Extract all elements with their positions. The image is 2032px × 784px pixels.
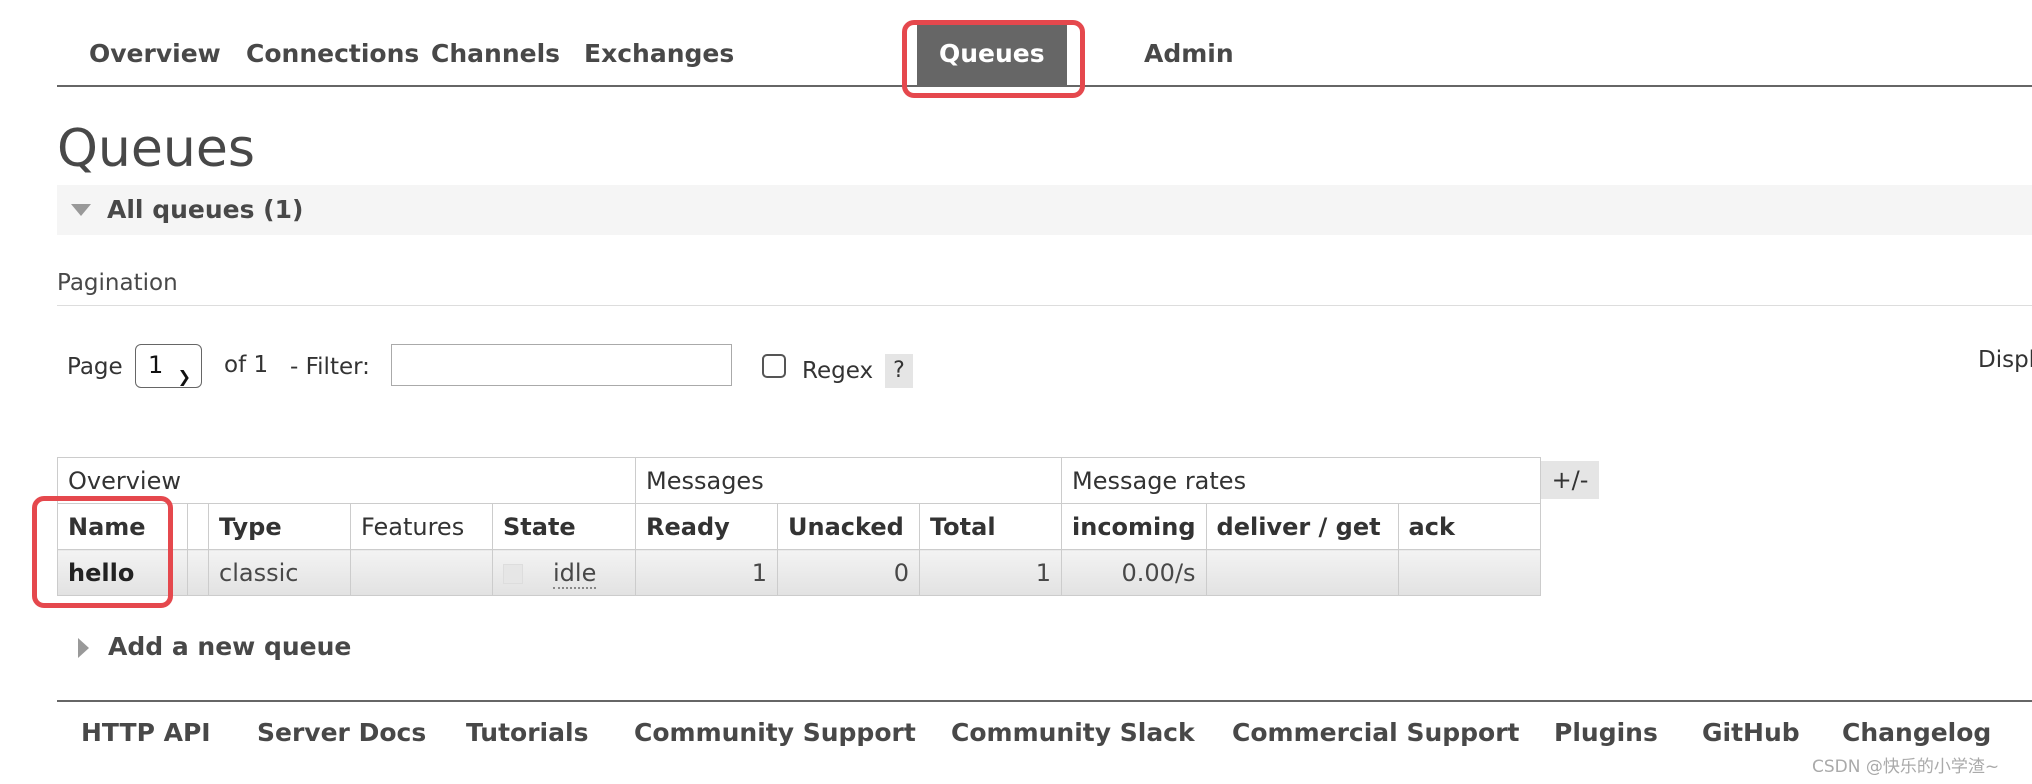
pagination-divider xyxy=(57,305,2032,306)
queue-ready: 1 xyxy=(635,549,778,596)
footer-link-http-api[interactable]: HTTP API xyxy=(81,718,211,747)
page-select[interactable]: 1 ❯ xyxy=(135,344,202,388)
col-ack[interactable]: ack xyxy=(1397,503,1541,550)
queue-name-link[interactable]: hello xyxy=(57,549,188,596)
group-message-rates: Message rates xyxy=(1061,457,1541,504)
tab-overview[interactable]: Overview xyxy=(89,39,221,68)
state-indicator-icon xyxy=(503,563,523,584)
col-unacked[interactable]: Unacked xyxy=(777,503,920,550)
col-deliver-get[interactable]: deliver / get xyxy=(1205,503,1399,550)
collapse-triangle-icon xyxy=(71,204,91,216)
tab-queues[interactable]: Queues xyxy=(917,22,1067,86)
page-of-label: of 1 xyxy=(224,352,269,378)
col-type[interactable]: Type xyxy=(208,503,351,550)
queue-type: classic xyxy=(208,549,351,596)
expand-triangle-icon xyxy=(78,638,89,658)
filter-input[interactable] xyxy=(391,344,732,386)
queue-state-cell: idle xyxy=(492,549,636,596)
queue-ack xyxy=(1397,549,1541,596)
page-select-value: 1 xyxy=(148,351,164,379)
queue-features xyxy=(350,549,493,596)
queue-unacked: 0 xyxy=(777,549,920,596)
tab-exchanges[interactable]: Exchanges xyxy=(584,39,735,68)
column-toggle-button[interactable]: +/- xyxy=(1541,461,1599,499)
table-row[interactable]: hello classic idle 1 0 1 0.00/s xyxy=(57,549,1541,596)
col-total[interactable]: Total xyxy=(919,503,1062,550)
display-label: Displ xyxy=(1978,347,2032,373)
regex-checkbox[interactable] xyxy=(762,354,786,378)
footer-link-plugins[interactable]: Plugins xyxy=(1554,718,1658,747)
watermark: CSDN @快乐的小学渣~ xyxy=(1812,757,2000,777)
footer-link-community-slack[interactable]: Community Slack xyxy=(951,718,1195,747)
queue-state: idle xyxy=(553,558,597,589)
queue-incoming: 0.00/s xyxy=(1061,549,1207,596)
col-incoming[interactable]: incoming xyxy=(1061,503,1207,550)
col-state[interactable]: State xyxy=(492,503,636,550)
add-queue-label: Add a new queue xyxy=(108,632,352,661)
footer-link-changelog[interactable]: Changelog xyxy=(1842,718,1992,747)
cell-spacer xyxy=(187,549,209,596)
main-nav-tabs: Overview Connections Channels Exchanges … xyxy=(57,0,2032,87)
footer-link-commercial-support[interactable]: Commercial Support xyxy=(1232,718,1520,747)
footer-link-community-support[interactable]: Community Support xyxy=(634,718,916,747)
chevron-down-icon: ❯ xyxy=(177,367,191,386)
all-queues-label: All queues (1) xyxy=(107,195,304,224)
footer-link-tutorials[interactable]: Tutorials xyxy=(466,718,589,747)
page-label: Page xyxy=(67,354,123,380)
all-queues-section-header[interactable]: All queues (1) xyxy=(57,185,2032,235)
group-messages: Messages xyxy=(635,457,1062,504)
footer-link-github[interactable]: GitHub xyxy=(1702,718,1800,747)
pagination-label: Pagination xyxy=(57,270,178,296)
group-overview: Overview xyxy=(57,457,636,504)
regex-label: Regex xyxy=(802,358,874,384)
col-features: Features xyxy=(350,503,493,550)
col-spacer xyxy=(187,503,209,550)
queues-table: Overview Messages Message rates Name Typ… xyxy=(57,457,1541,596)
regex-help-button[interactable]: ? xyxy=(885,354,913,388)
tab-connections[interactable]: Connections xyxy=(246,39,420,68)
footer-link-server-docs[interactable]: Server Docs xyxy=(257,718,427,747)
queue-deliver-get xyxy=(1205,549,1399,596)
footer-divider xyxy=(57,700,2032,702)
filter-label: - Filter: xyxy=(290,354,370,380)
tab-admin[interactable]: Admin xyxy=(1144,39,1234,68)
col-ready[interactable]: Ready xyxy=(635,503,778,550)
tab-channels[interactable]: Channels xyxy=(431,39,561,68)
col-name[interactable]: Name xyxy=(57,503,188,550)
queue-total: 1 xyxy=(919,549,1062,596)
page-title: Queues xyxy=(57,119,255,179)
